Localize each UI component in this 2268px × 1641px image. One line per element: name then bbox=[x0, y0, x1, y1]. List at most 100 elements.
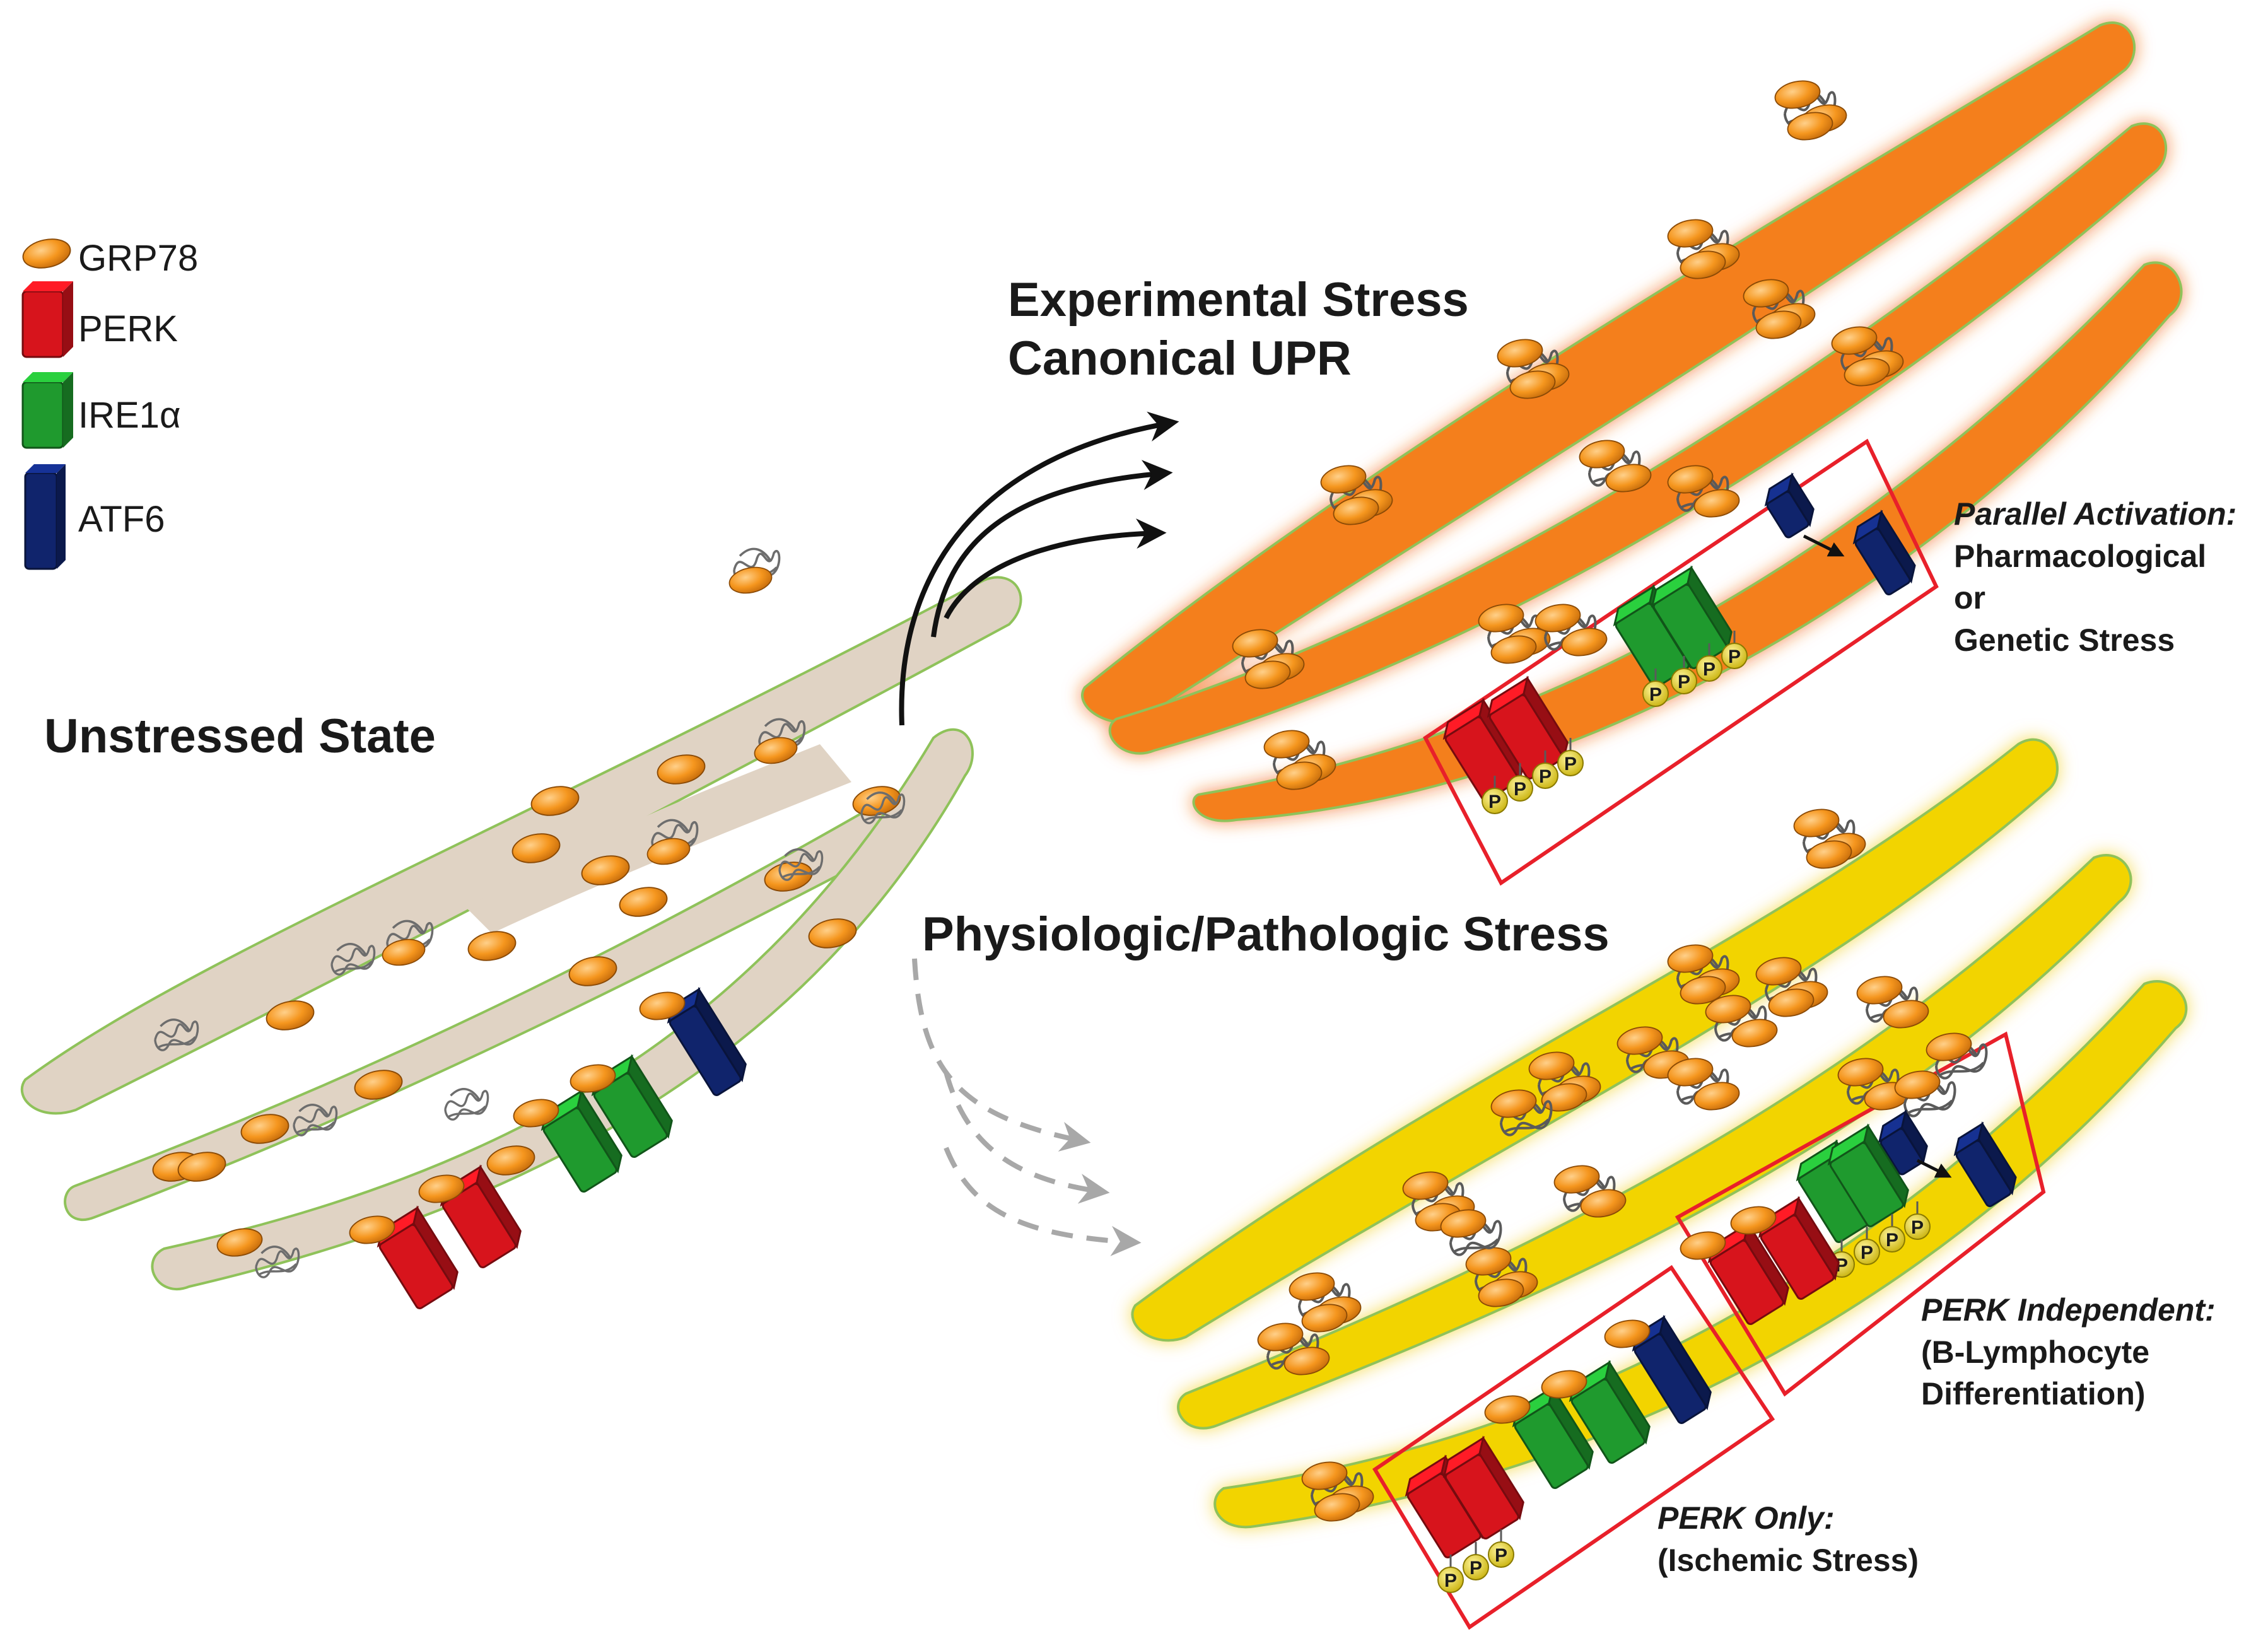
phosphate-icon: P bbox=[1721, 631, 1748, 669]
grp78-icon bbox=[1693, 1082, 1740, 1111]
parallel-activation-note: Parallel Activation: Pharmacological or … bbox=[1954, 493, 2236, 661]
phosphate-icon: P bbox=[1696, 643, 1722, 682]
grp78-icon bbox=[1768, 988, 1815, 1017]
svg-text:P: P bbox=[1886, 1230, 1898, 1251]
grp78-icon bbox=[22, 238, 71, 269]
perk-only-note: PERK Only: (Ischemic Stress) bbox=[1657, 1497, 1919, 1581]
legend-label-perk: PERK bbox=[78, 308, 178, 349]
grp78-icon bbox=[1484, 1395, 1531, 1424]
grp78-icon bbox=[1883, 1000, 1929, 1029]
grp78-icon bbox=[1301, 1461, 1348, 1490]
grp78-icon bbox=[1667, 219, 1714, 248]
solid-arrows bbox=[899, 411, 1179, 726]
svg-text:P: P bbox=[1470, 1558, 1482, 1579]
atf6-translocation-arrow bbox=[1803, 534, 1845, 557]
grp78-icon bbox=[418, 1174, 465, 1203]
grp78-icon bbox=[1478, 1278, 1524, 1307]
grp78-icon bbox=[568, 956, 617, 986]
grp78-icon bbox=[728, 566, 773, 594]
grp78-icon bbox=[1755, 957, 1802, 986]
er-unstressed bbox=[20, 576, 1022, 1290]
grp78-icon bbox=[1774, 80, 1821, 109]
grp78-icon bbox=[1528, 1051, 1575, 1080]
unfolded-protein-icon bbox=[293, 1104, 338, 1136]
physiologic-arrow bbox=[912, 958, 1091, 1152]
grp78-icon bbox=[1680, 250, 1726, 279]
grp78-icon bbox=[1667, 944, 1714, 973]
atf6-legend-icon bbox=[24, 464, 66, 570]
legend-label-grp78: GRP78 bbox=[78, 238, 199, 279]
grp78-icon bbox=[266, 1000, 315, 1031]
ire1a-receptor-icon bbox=[541, 1089, 623, 1193]
physiologic-arrow bbox=[944, 1147, 1142, 1256]
er-experimental bbox=[1081, 21, 2183, 822]
unfolded-protein-icon bbox=[255, 1246, 300, 1278]
grp78-icon bbox=[1232, 629, 1278, 658]
unfolded-protein-icon bbox=[444, 1088, 489, 1121]
grp78-icon bbox=[1440, 1209, 1487, 1238]
grp78-icon bbox=[240, 1114, 289, 1144]
unfolded-protein-icon bbox=[330, 943, 376, 976]
svg-text:P: P bbox=[1728, 646, 1741, 667]
grp78-icon bbox=[1490, 635, 1537, 664]
legend-label-ire1a: IRE1α bbox=[78, 395, 181, 436]
phosphate-icon: P bbox=[1482, 776, 1508, 814]
svg-text:P: P bbox=[1861, 1242, 1873, 1263]
phosphate-icon: P bbox=[1879, 1214, 1905, 1253]
grp78-icon bbox=[1837, 1058, 1884, 1087]
grp78-icon bbox=[1534, 604, 1581, 633]
grp78-icon bbox=[511, 833, 561, 863]
experimental-title-line1: Experimental Stress bbox=[1008, 273, 1469, 327]
grp78-icon bbox=[530, 786, 580, 816]
svg-text:P: P bbox=[1444, 1570, 1457, 1591]
grp78-icon bbox=[1604, 1319, 1651, 1348]
phosphate-icon: P bbox=[1437, 1555, 1464, 1593]
grp78-icon bbox=[1320, 465, 1367, 494]
svg-text:P: P bbox=[1488, 791, 1501, 812]
grp78-icon bbox=[1693, 489, 1740, 518]
grp78-icon bbox=[1793, 809, 1840, 838]
grp78-icon bbox=[1244, 660, 1291, 689]
grp78-icon bbox=[1497, 339, 1543, 368]
grp78-icon bbox=[1402, 1171, 1449, 1200]
perk-legend-icon bbox=[21, 281, 73, 358]
grp78-icon bbox=[1580, 1189, 1627, 1218]
phosphate-icon: P bbox=[1488, 1529, 1514, 1568]
dashed-arrows bbox=[912, 958, 1142, 1256]
grp78-icon bbox=[1263, 730, 1310, 759]
grp78-icon bbox=[1844, 358, 1890, 387]
svg-text:P: P bbox=[1495, 1545, 1507, 1566]
svg-text:P: P bbox=[1514, 779, 1526, 800]
grp78-icon bbox=[467, 931, 517, 961]
phosphate-icon: P bbox=[1463, 1542, 1489, 1580]
grp78-icon bbox=[1731, 1019, 1778, 1048]
grp78-icon bbox=[1667, 465, 1714, 494]
phosphate-icon: P bbox=[1532, 750, 1558, 789]
grp78-icon bbox=[1333, 496, 1379, 525]
experimental-title: Experimental Stress Canonical UPR bbox=[1008, 271, 1469, 388]
atf6-receptor-icon bbox=[1953, 1121, 2017, 1208]
svg-text:P: P bbox=[1703, 659, 1716, 680]
er-cisterna bbox=[1108, 122, 2168, 755]
parallel-activation-line2: or bbox=[1954, 580, 1985, 616]
grp78-icon bbox=[1667, 1058, 1714, 1087]
unfolded-protein-icon bbox=[860, 791, 906, 824]
grp78-icon bbox=[177, 1152, 226, 1182]
grp78-icon bbox=[581, 855, 630, 885]
grp78-icon bbox=[1831, 326, 1878, 355]
activation-arrow bbox=[944, 518, 1167, 619]
grp78-icon bbox=[754, 737, 798, 764]
perk-only-heading: PERK Only: bbox=[1657, 1500, 1835, 1536]
svg-text:P: P bbox=[1835, 1255, 1848, 1276]
grp78-icon bbox=[354, 1070, 403, 1100]
grp78-icon bbox=[1541, 1083, 1587, 1112]
grp78-icon bbox=[1289, 1272, 1335, 1301]
grp78-icon bbox=[1806, 840, 1852, 869]
er-cisterna bbox=[1131, 738, 2059, 1342]
grp78-icon bbox=[657, 754, 706, 785]
phosphate-icon: P bbox=[1854, 1227, 1880, 1265]
grp78-icon bbox=[1314, 1493, 1360, 1522]
grp78-icon bbox=[1730, 1206, 1777, 1235]
grp78-icon bbox=[1257, 1323, 1304, 1352]
